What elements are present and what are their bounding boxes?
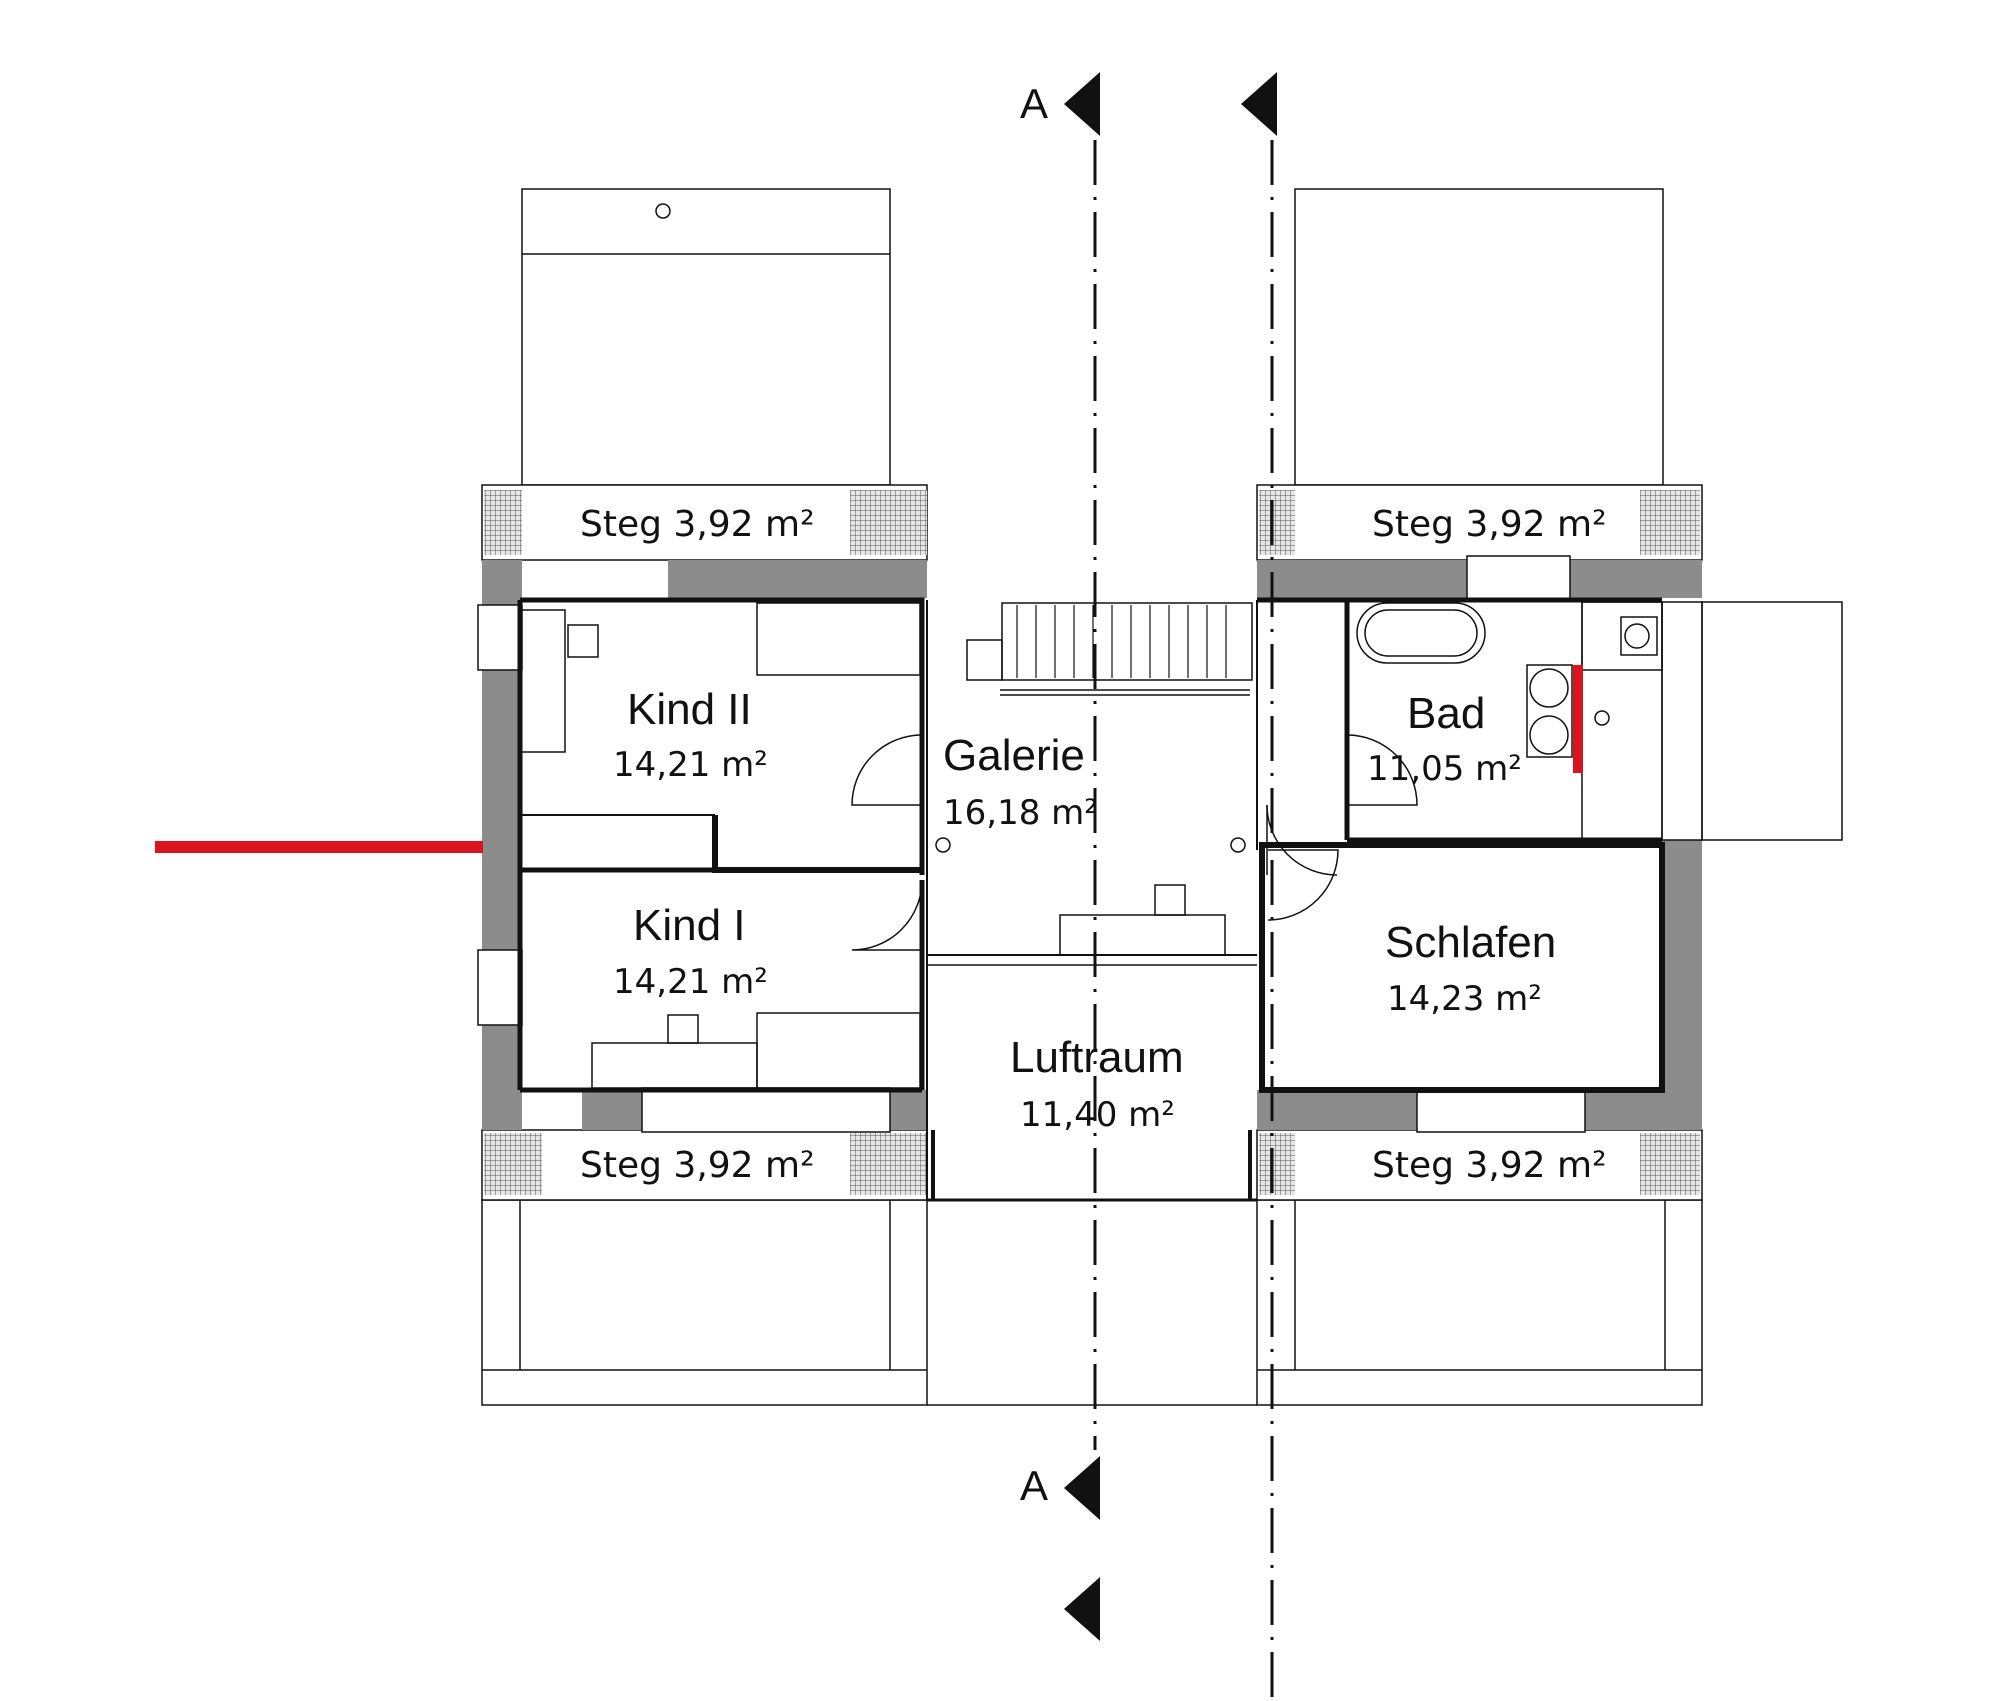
section-lines (1093, 140, 1274, 1701)
room-kind1-name: Kind I (633, 901, 746, 950)
fixtures (522, 602, 1573, 1089)
stair-treads (1016, 605, 1227, 678)
section-label-bottom: A (1020, 1462, 1048, 1509)
balcony-bottom-left (481, 1199, 928, 1406)
room-galerie-area: 16,18 m² (943, 793, 1098, 833)
balcony-top-left (521, 188, 891, 486)
room-bad-area: 11,05 m² (1367, 749, 1522, 789)
room-kind2-area: 14,21 m² (613, 745, 768, 785)
room-kind2-name: Kind II (627, 685, 752, 734)
section-label-top: A (1020, 80, 1048, 127)
section-arrows (1064, 72, 1277, 1641)
room-luftraum-name: Luftraum (1010, 1033, 1184, 1082)
steg-strips (481, 484, 1703, 1201)
room-bad-name: Bad (1407, 689, 1485, 738)
annex-right (1581, 601, 1843, 841)
room-galerie-name: Galerie (943, 731, 1085, 780)
room-kind1-area: 14,21 m² (613, 962, 768, 1002)
steg-bottom-right: Steg 3,92 m² (1372, 1145, 1607, 1186)
steg-bottom-left: Steg 3,92 m² (580, 1145, 815, 1186)
room-schlafen-name: Schlafen (1385, 918, 1556, 967)
steg-top-right: Steg 3,92 m² (1372, 504, 1607, 545)
balcony-bottom-right (927, 1199, 1703, 1406)
room-luftraum-area: 11,40 m² (1020, 1095, 1175, 1135)
room-schlafen-area: 14,23 m² (1387, 979, 1542, 1019)
red-markers (155, 665, 1583, 853)
balcony-top-right (1294, 188, 1664, 486)
steg-top-left: Steg 3,92 m² (580, 504, 815, 545)
interior-walls (517, 597, 1665, 1202)
